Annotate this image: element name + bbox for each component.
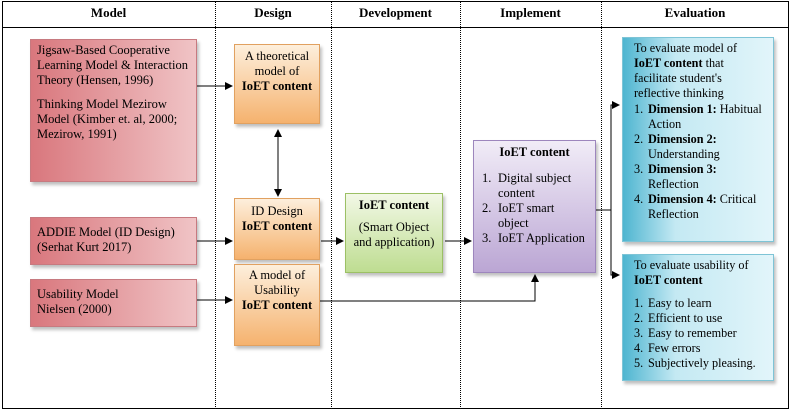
header-development: Development <box>359 5 432 20</box>
column-divider-3 <box>460 1 461 409</box>
criterion-text: Easy to remember <box>648 326 737 340</box>
id-design-bold: IoET content <box>241 219 313 233</box>
usability-model-bold: IoET content <box>241 298 313 312</box>
usability-criterion: 3. Easy to remember <box>634 326 769 341</box>
implement-item: 3. IoET Application <box>482 231 587 246</box>
usability-model-line1: Usability Model <box>37 287 119 301</box>
design-id-box: ID Design IoET content <box>234 198 320 260</box>
jigsaw-text: Jigsaw-Based Cooperative Learning Model … <box>37 43 188 87</box>
dimension-label: Dimension 3: <box>648 162 717 176</box>
evaluation-model-box: To evaluate model of IoET content that f… <box>622 37 774 242</box>
implement-item-text: Digital subject content <box>498 171 572 200</box>
criterion-text: Efficient to use <box>648 311 723 325</box>
dimension-label: Dimension 2: <box>648 132 717 146</box>
usability-criterion: 2. Efficient to use <box>634 311 769 326</box>
criterion-text: Few errors <box>648 341 701 355</box>
id-design-label: ID Design <box>251 204 303 218</box>
dimension-item: 2. Dimension 2: Understanding <box>634 132 769 162</box>
usability-criteria-list: 1. Easy to learn 2. Efficient to use 3. Easy … <box>634 296 769 371</box>
criterion-text: Easy to learn <box>648 296 712 310</box>
implement-item-text: IoET Application <box>498 231 585 245</box>
design-usability-box: A model of Usability IoET content <box>234 264 320 346</box>
criterion-number: 2. <box>634 311 644 325</box>
arrow-implement-to-eval-model <box>596 101 620 211</box>
theoretical-bold: IoET content <box>241 79 313 93</box>
dimension-text: Reflection <box>648 177 699 191</box>
dimension-label: Dimension 1: <box>648 102 717 116</box>
header-design: Design <box>254 5 292 20</box>
eval-model-bold: IoET content <box>634 56 703 70</box>
development-title: IoET content <box>358 198 430 212</box>
eval-model-intro: To evaluate model of <box>634 41 738 55</box>
dimension-label: Dimension 4: <box>648 192 717 206</box>
header-evaluation: Evaluation <box>664 5 726 20</box>
criterion-number: 3. <box>634 326 644 340</box>
usability-criterion: 5. Subjectively pleasing. <box>634 356 769 371</box>
implement-item-text: IoET smart object <box>498 201 555 230</box>
model-addie-box: ADDIE Model (ID Design) (Serhat Kurt 201… <box>30 217 197 265</box>
implement-item-number: 2. <box>482 201 492 215</box>
evaluation-usability-box: To evaluate usability of IoET content 1.… <box>622 254 774 381</box>
implement-item-number: 1. <box>482 171 492 185</box>
column-divider-4 <box>601 1 602 409</box>
design-theoretical-box: A theoretical model of IoET content <box>234 44 320 124</box>
column-divider-2 <box>331 1 332 409</box>
dimension-number: 1. <box>634 102 644 116</box>
usability-model-label: A model of Usability <box>248 268 306 297</box>
implement-list: 1. Digital subject content 2. IoET smart ob… <box>482 171 587 246</box>
model-usability-box: Usability Model Nielsen (2000) <box>30 279 197 327</box>
arrow-implement-to-eval-usability <box>610 210 620 279</box>
usability-model-line2: Nielsen (2000) <box>37 302 112 316</box>
theoretical-label: A theoretical model of <box>244 49 310 78</box>
eval-usability-intro: To evaluate usability of <box>634 258 749 272</box>
eval-model-rest: that facilitate student's reflective thi… <box>634 56 724 100</box>
criterion-number: 1. <box>634 296 644 310</box>
model-theory-box: Jigsaw-Based Cooperative Learning Model … <box>30 39 197 182</box>
header-implement: Implement <box>500 5 561 20</box>
arrow-usability-to-implement <box>320 274 539 302</box>
dimension-item: 3. Dimension 3: Reflection <box>634 162 769 192</box>
dimension-text: Understanding <box>648 147 720 161</box>
dimension-list: 1. Dimension 1: Habitual Action 2. Dimensio… <box>634 102 769 222</box>
criterion-number: 4. <box>634 341 644 355</box>
dimension-item: 1. Dimension 1: Habitual Action <box>634 102 769 132</box>
dimension-number: 3. <box>634 162 644 176</box>
development-subtitle: (Smart Object and application) <box>353 220 435 249</box>
implement-item: 1. Digital subject content <box>482 171 587 201</box>
usability-criterion: 1. Easy to learn <box>634 296 769 311</box>
implement-item: 2. IoET smart object <box>482 201 587 231</box>
dimension-number: 4. <box>634 192 644 206</box>
criterion-text: Subjectively pleasing. <box>648 356 756 370</box>
column-divider-1 <box>215 1 216 409</box>
dimension-item: 4. Dimension 4: Critical Reflection <box>634 192 769 222</box>
implement-title: IoET content <box>499 145 570 159</box>
header-model: Model <box>90 5 127 20</box>
dimension-text: Habitual Action <box>648 102 762 131</box>
mezirow-text: Thinking Model Mezirow Model (Kimber et.… <box>37 97 178 141</box>
implement-item-number: 3. <box>482 231 492 245</box>
dimension-text: Critical Reflection <box>648 192 757 221</box>
header-divider <box>2 27 789 28</box>
criterion-number: 5. <box>634 356 644 370</box>
addie-line1: ADDIE Model (ID Design) <box>37 225 175 239</box>
usability-criterion: 4. Few errors <box>634 341 769 356</box>
development-box: IoET content (Smart Object and applicati… <box>345 193 443 273</box>
dimension-number: 2. <box>634 132 644 146</box>
addie-line2: (Serhat Kurt 2017) <box>37 240 132 254</box>
eval-usability-bold: IoET content <box>634 273 703 287</box>
